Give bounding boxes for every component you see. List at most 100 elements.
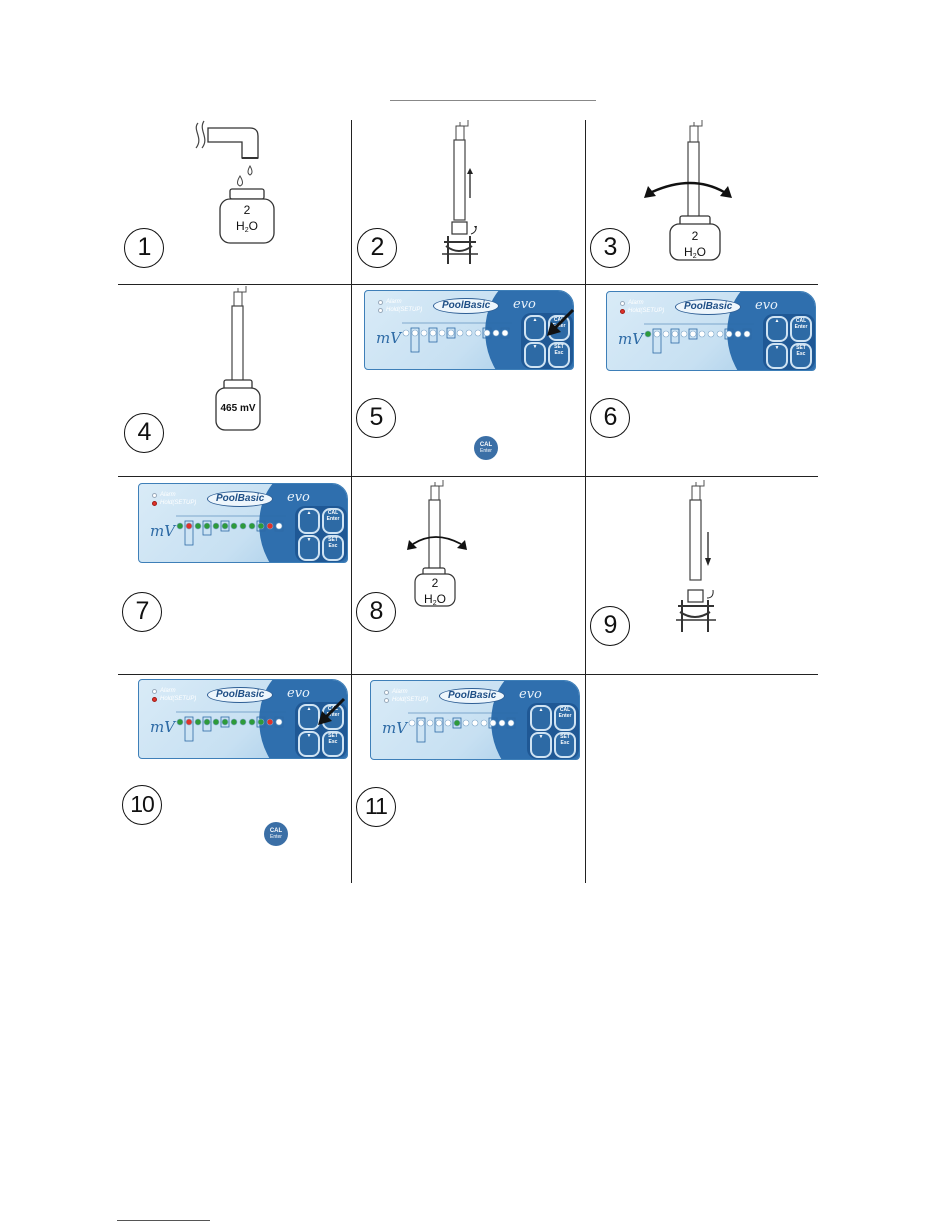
hold-led-icon <box>152 500 157 506</box>
probe-in-water-icon <box>644 120 732 261</box>
hold-led-icon <box>620 308 625 314</box>
down-button[interactable]: ▼ <box>298 535 320 561</box>
unit-label: mV <box>382 719 408 737</box>
grid-vertical-2 <box>585 120 586 883</box>
up-button[interactable]: ▲ <box>524 315 546 341</box>
unit-label: mV <box>376 329 402 347</box>
step-number-9: 9 <box>590 606 630 646</box>
led-scale <box>402 322 512 353</box>
down-button[interactable]: ▼ <box>524 342 546 368</box>
unit-label: mV <box>150 522 176 540</box>
faucet-icon <box>195 120 259 187</box>
alarm-led-icon <box>378 299 383 305</box>
panel-legend: Alarm Hold(SETUP) <box>152 687 196 703</box>
grid-horizontal-1 <box>118 284 818 285</box>
brand-suffix: evo <box>519 687 542 702</box>
panel-legend: Alarm Hold(SETUP) <box>378 298 422 314</box>
bottle-h2o: H2O <box>684 245 706 260</box>
unit-label: mV <box>618 330 644 348</box>
controller-panel: Alarm Hold(SETUP) PoolBasic evo mV ▲ CAL… <box>138 679 348 759</box>
down-button[interactable]: ▼ <box>298 731 320 757</box>
brand-logo: PoolBasic <box>675 299 742 315</box>
step-4-bottle-value: 465 mV <box>220 403 256 414</box>
step-number-5: 5 <box>356 398 396 438</box>
panel-legend: Alarm Hold(SETUP) <box>384 688 428 704</box>
led-scale <box>176 711 286 742</box>
pointer-arrow-icon <box>547 308 575 336</box>
panel-legend: Alarm Hold(SETUP) <box>620 299 664 315</box>
brand-logo: PoolBasic <box>439 688 506 704</box>
bottle-number: 2 <box>431 576 439 590</box>
footer-rule <box>117 1220 210 1221</box>
step-number-8: 8 <box>356 592 396 632</box>
down-button[interactable]: ▼ <box>766 343 788 369</box>
controller-panel: Alarm Hold(SETUP) PoolBasic evo mV ▲ CAL… <box>606 291 816 371</box>
step-number-6: 6 <box>590 398 630 438</box>
bottle-h2o: H2O <box>236 219 258 234</box>
title-underline <box>390 100 596 101</box>
hold-led-icon <box>378 307 383 313</box>
step-number-2: 2 <box>357 228 397 268</box>
brand-logo: PoolBasic <box>433 298 500 314</box>
alarm-led-icon <box>620 300 625 306</box>
led-scale <box>644 323 754 354</box>
bottle-number: 2 <box>243 203 251 217</box>
step-number-3: 3 <box>590 228 630 268</box>
brand-suffix: evo <box>287 490 310 505</box>
step-8-bottle-label: 2 H2O <box>415 576 455 609</box>
step-number-11: 11 <box>356 787 396 827</box>
alarm-led-icon <box>152 688 157 694</box>
step-number-1: 1 <box>124 228 164 268</box>
pointer-arrow-icon <box>318 697 346 725</box>
step-3-bottle-label: 2 H2O <box>670 229 720 262</box>
probe-insert-icon <box>676 480 716 632</box>
step-number-4: 4 <box>124 413 164 453</box>
panel-legend: Alarm Hold(SETUP) <box>152 491 196 507</box>
brand-suffix: evo <box>287 686 310 701</box>
led-scale <box>408 712 518 743</box>
brand-suffix: evo <box>513 297 536 312</box>
up-button[interactable]: ▲ <box>766 316 788 342</box>
led-scale <box>176 515 286 546</box>
grid-vertical-1 <box>351 120 352 883</box>
brand-suffix: evo <box>755 298 778 313</box>
bottle-number: 2 <box>691 229 699 243</box>
unit-label: mV <box>150 718 176 736</box>
up-button[interactable]: ▲ <box>298 704 320 730</box>
up-button[interactable]: ▲ <box>298 508 320 534</box>
step-number-7: 7 <box>122 592 162 632</box>
grid-horizontal-2 <box>118 476 818 477</box>
grid-horizontal-3 <box>118 674 818 675</box>
probe-remove-icon <box>442 120 478 264</box>
alarm-led-icon <box>384 689 389 695</box>
alarm-led-icon <box>152 492 157 498</box>
step-1-bottle-label: 2 H2O <box>218 203 276 236</box>
controller-panel: Alarm Hold(SETUP) PoolBasic evo mV ▲ CAL… <box>138 483 348 563</box>
probe-in-water-icon <box>407 480 467 607</box>
brand-logo: PoolBasic <box>207 491 274 507</box>
bottle-h2o: H2O <box>424 592 446 607</box>
water-bottle-icon <box>219 188 275 244</box>
hold-led-icon <box>384 697 389 703</box>
down-button[interactable]: ▼ <box>530 732 552 758</box>
controller-panel: Alarm Hold(SETUP) PoolBasic evo mV ▲ CAL… <box>364 290 574 370</box>
up-button[interactable]: ▲ <box>530 705 552 731</box>
hold-led-icon <box>152 696 157 702</box>
step-number-10: 10 <box>122 785 162 825</box>
probe-buffer-icon <box>215 286 261 431</box>
